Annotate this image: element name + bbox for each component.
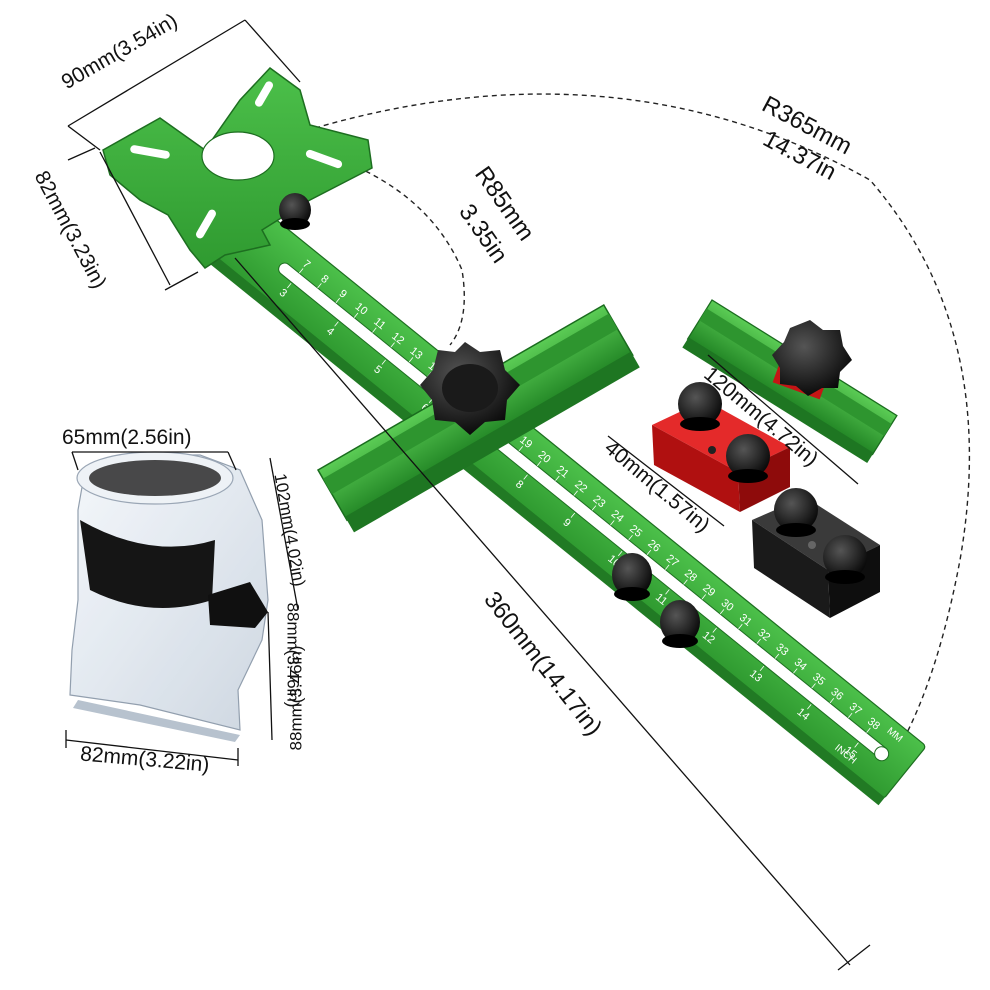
ruler-mm-tick	[811, 683, 816, 689]
slider-knob-2[interactable]	[660, 600, 700, 648]
ruler-inch-tick	[523, 474, 528, 480]
ruler-inch-tick	[617, 551, 623, 557]
black-block-round-knob-icon-1[interactable]	[774, 488, 818, 537]
ruler-mm-tick-label: 33	[773, 641, 790, 658]
ruler-mm-tick-label: 20	[536, 449, 553, 466]
ruler-mm-tick-label: 38	[865, 716, 882, 733]
ruler-mm-tick	[774, 653, 780, 659]
star-knob-icon[interactable]	[420, 342, 520, 435]
black-block-round-knob-icon-2[interactable]	[823, 535, 867, 584]
ruler-mm-tick	[847, 712, 853, 719]
ruler-mm-tick-label: 31	[737, 612, 754, 629]
ruler-mm-tick-label: 23	[590, 493, 607, 510]
ruler-mm-tick	[793, 668, 798, 674]
slider-knob-1[interactable]	[612, 553, 652, 601]
ruler-mm-tick-label: 37	[847, 701, 864, 718]
ruler-mm-tick	[518, 446, 523, 452]
ruler-mm-tick	[573, 490, 578, 496]
ruler-inch-tick-label: 13	[747, 668, 764, 685]
ruler-mm-tick-label: 29	[700, 582, 717, 599]
ruler-mm-tick	[866, 727, 871, 733]
ruler-mm-tick-label: 10	[353, 301, 370, 318]
ruler-mm-tick	[298, 268, 304, 274]
red-block-round-knob-icon-1[interactable]	[678, 382, 722, 431]
ruler-mm-tick	[610, 520, 615, 526]
base-top-width-label: 65mm(2.56in)	[62, 426, 192, 449]
ruler-mm-tick-label: 28	[682, 567, 699, 584]
ruler-inch-tick-label: 14	[794, 706, 811, 723]
ruler-mm-tick-label: 26	[645, 538, 662, 555]
ruler-mm-tick	[719, 609, 725, 615]
ruler-mm-tick	[701, 594, 706, 600]
ruler-inch-tick	[665, 589, 670, 595]
ruler-mm-tick	[536, 460, 542, 467]
ruler-mm-tick	[555, 475, 560, 481]
ruler-mm-tick	[591, 505, 597, 511]
side-rail-star-knob-icon[interactable]	[772, 320, 852, 396]
ruler-mm-tick-label: 19	[517, 434, 534, 451]
ruler-mm-tick	[317, 283, 322, 289]
ruler-inch-tick	[712, 627, 717, 633]
red-block-round-knob-icon-2[interactable]	[726, 434, 770, 483]
ruler-inch-tick-label: 15	[842, 744, 859, 761]
ruler-mm-tick-label: 25	[627, 523, 644, 540]
ruler-mm-tick-label: 22	[572, 478, 589, 495]
ruler-mm-tick-label: 12	[389, 330, 406, 347]
base-height-lower-label: 88mm(3.46in)	[286, 645, 306, 751]
ruler-mm-tick	[829, 698, 835, 704]
ruler-mm-tick-label: 13	[407, 345, 424, 362]
ruler-mm-tick-label: 32	[755, 627, 772, 644]
ruler-mm-tick	[353, 312, 359, 318]
ruler-mm-tick-label: 34	[792, 656, 809, 673]
top-knob[interactable]	[279, 193, 311, 230]
dimension-lines	[65, 19, 871, 971]
radius-large-arc	[314, 93, 971, 791]
ruler-mm-tick-label: 24	[609, 508, 626, 525]
ruler-inch-tick	[570, 512, 576, 518]
ruler-mm-tick	[335, 297, 340, 304]
ruler-mm-tick	[628, 535, 633, 541]
ruler-inch-tick-label: 12	[700, 629, 717, 646]
ruler-mm-tick	[664, 564, 670, 570]
ruler-inch-tick	[334, 321, 339, 327]
ruler-mm-tick-label: 30	[719, 597, 736, 614]
router-plate	[102, 67, 373, 269]
ruler-mm-tick	[408, 357, 414, 363]
ruler-inch-tick	[854, 742, 859, 748]
ruler-inch-tick	[381, 359, 386, 365]
ruler-inch-tick	[287, 283, 292, 289]
ruler-mm-tick-label: 35	[810, 671, 827, 688]
ruler-mm-tick	[756, 638, 761, 644]
ruler-mm-tick-label: 36	[828, 686, 845, 703]
ruler-mm-tick	[646, 549, 652, 556]
ruler-mm-tick-label: 27	[664, 553, 681, 570]
ruler-mm-tick	[390, 342, 395, 348]
ruler-mm-tick-label: 21	[554, 464, 571, 481]
ruler-mm-tick	[738, 623, 743, 630]
ruler-inch-tick	[807, 704, 812, 710]
ruler-mm-tick	[372, 327, 377, 333]
router-base	[69, 451, 269, 742]
ruler-inch-tick	[759, 665, 765, 672]
ruler-mm-tick	[683, 579, 688, 585]
